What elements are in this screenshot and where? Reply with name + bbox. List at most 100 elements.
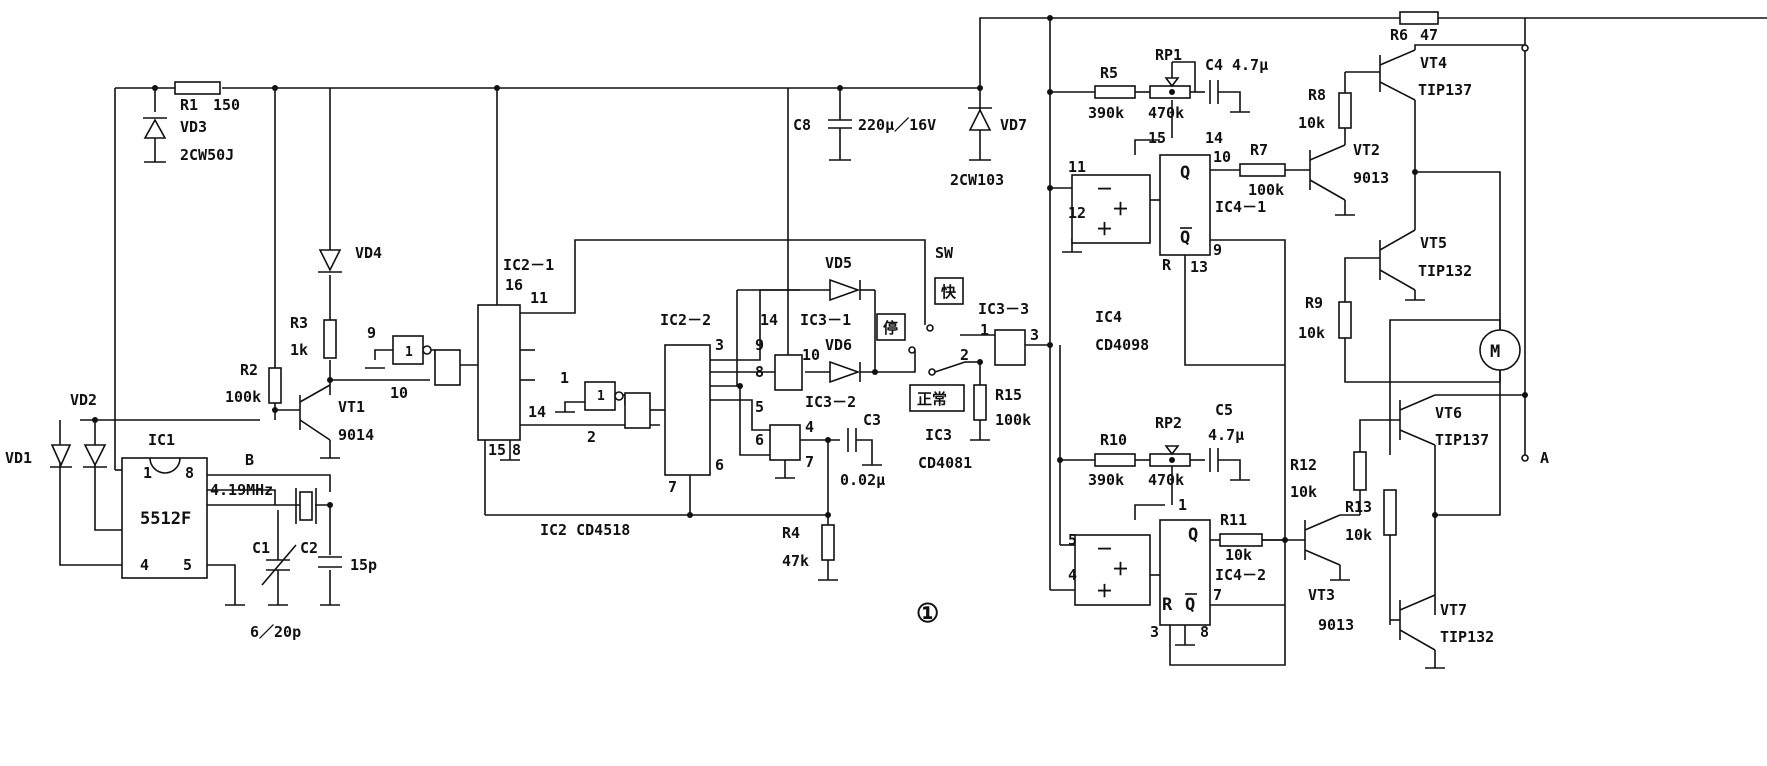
rp2-ref: RP2	[1155, 414, 1182, 432]
switch-fast-box	[934, 277, 964, 305]
ic4-2-r: R	[1162, 595, 1173, 615]
ic4-1-q: Q	[1180, 163, 1190, 183]
vt1-ref: VT1	[338, 398, 365, 416]
diode-vd5	[829, 278, 861, 302]
switch-contact-stop	[908, 346, 916, 354]
vt4-part: TIP137	[1418, 81, 1472, 99]
pin-2-counter: 2	[587, 428, 596, 446]
crystal-value: 4.19MHz	[210, 481, 273, 499]
r10-ref: R10	[1100, 431, 1127, 449]
r3-value: 1k	[290, 341, 308, 359]
ic3-part: CD4081	[918, 454, 972, 472]
pin-1-counter: 1	[560, 369, 569, 387]
switch-stop-box	[876, 313, 906, 341]
pin-10-gate: 10	[802, 346, 820, 364]
r5-ref: R5	[1100, 64, 1118, 82]
c8-value: 220μ／16V	[858, 116, 936, 134]
vt5-ref: VT5	[1420, 234, 1447, 252]
components	[50, 11, 1529, 626]
led-vd4	[318, 249, 342, 272]
switch-contact-normal	[928, 368, 936, 376]
c1-value: 6／20p	[250, 623, 301, 641]
r2-value: 100k	[225, 388, 261, 406]
r2-ref: R2	[240, 361, 258, 379]
r4-ref: R4	[782, 524, 800, 542]
c4-ref: C4	[1205, 56, 1223, 74]
switch-contact-fast	[926, 324, 934, 332]
ic4-1-pin-12: 12	[1068, 204, 1086, 222]
c5-value: 4.7μ	[1208, 426, 1244, 444]
labels: R1 150 VD3 2CW50J C8 220μ／16V VD7 2CW103…	[5, 26, 1549, 646]
ic4-1-pin-11: 11	[1068, 158, 1086, 176]
pin-2-gate: 2	[960, 346, 969, 364]
resistor-r9	[1338, 301, 1352, 339]
ic4-1-plus-b: ＋	[1096, 220, 1113, 240]
resistor-r5	[1094, 85, 1136, 99]
pin-14-counter: 14	[528, 403, 546, 421]
ic3-3-label: IC3－3	[978, 300, 1029, 318]
c8-ref: C8	[793, 116, 811, 134]
ic4-part: CD4098	[1095, 336, 1149, 354]
resistor-r7	[1239, 163, 1286, 177]
r10-value: 390k	[1088, 471, 1124, 489]
vt1-part: 9014	[338, 426, 374, 444]
pin-4-gate: 4	[805, 418, 814, 436]
vt7-ref: VT7	[1440, 601, 1467, 619]
motor-m	[1479, 329, 1521, 371]
ic4-2-pin-8: 8	[1200, 623, 1209, 641]
r13-value: 10k	[1345, 526, 1372, 544]
pin-6-gate: 6	[755, 431, 764, 449]
vt3-part: 9013	[1318, 616, 1354, 634]
ic1-pin-1: 1	[143, 464, 152, 482]
r6-value: 47	[1420, 26, 1438, 44]
vd3-ref: VD3	[180, 118, 207, 136]
ic3-1-label: IC3－1	[800, 311, 851, 329]
switch-normal-box	[909, 384, 965, 412]
resistor-r13	[1383, 489, 1397, 536]
pin-3-counter: 3	[715, 336, 724, 354]
ic2-2-block	[664, 344, 711, 476]
resistor-r2	[268, 367, 282, 404]
vt6-ref: VT6	[1435, 404, 1462, 422]
c5-ref: C5	[1215, 401, 1233, 419]
resistor-r4	[821, 524, 835, 561]
ic4-2-q: Q	[1188, 525, 1198, 545]
vt5-part: TIP132	[1418, 262, 1472, 280]
ic3-1-gate	[774, 354, 803, 391]
inverter-2-label: 1	[597, 389, 605, 404]
pin-9: 9	[367, 324, 376, 342]
pin-14-gate: 14	[760, 311, 778, 329]
pin-6-counter: 6	[715, 456, 724, 474]
inverter-gate-2	[584, 381, 616, 411]
vt2-part: 9013	[1353, 169, 1389, 187]
ic4-1-pin-14: 14	[1205, 129, 1223, 147]
ic4-1-pin-9: 9	[1213, 241, 1222, 259]
ic3-ref: IC3	[925, 426, 952, 444]
crystal-b	[299, 491, 313, 521]
resistor-r1	[174, 81, 221, 95]
ic4-1-minus: －	[1096, 180, 1113, 200]
ic2-1-block	[477, 304, 521, 441]
pin-3-gate: 3	[1030, 326, 1039, 344]
ic4-1-plus-a: ＋	[1112, 200, 1129, 220]
r7-ref: R7	[1250, 141, 1268, 159]
zener-vd7	[968, 108, 992, 131]
c1-ref: C1	[252, 539, 270, 557]
ic4-1-qbar: Q	[1180, 228, 1190, 248]
ic2-label: IC2 CD4518	[540, 521, 630, 539]
r8-value: 10k	[1298, 114, 1325, 132]
resistor-r8	[1338, 92, 1352, 129]
ic4-2-qbar: Q	[1185, 595, 1195, 615]
pin-7-gate: 7	[805, 453, 814, 471]
vd6-label: VD6	[825, 336, 852, 354]
r9-value: 10k	[1298, 324, 1325, 342]
r11-value: 10k	[1225, 546, 1252, 564]
switch-normal-label: 正常	[917, 390, 947, 408]
resistor-r12	[1353, 451, 1367, 491]
r6-ref: R6	[1390, 26, 1408, 44]
rp1-value: 470k	[1148, 104, 1184, 122]
ic1-pin-5: 5	[183, 556, 192, 574]
pin-9-gate: 9	[755, 336, 764, 354]
vd3-value: 2CW50J	[180, 146, 234, 164]
